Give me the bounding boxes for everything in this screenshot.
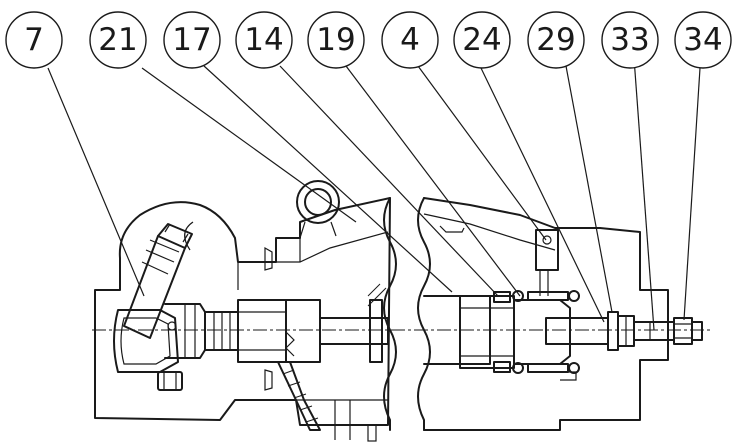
part-4-right-housing — [423, 197, 669, 431]
leader-19 — [345, 65, 521, 297]
leader-34 — [683, 67, 701, 321]
leader-4 — [417, 65, 547, 241]
leader-7 — [47, 67, 145, 297]
leader-lines — [47, 57, 701, 331]
leader-14 — [279, 65, 499, 297]
callout-19: 19 — [307, 11, 365, 69]
leader-24 — [479, 65, 605, 323]
callout-29: 29 — [527, 11, 585, 69]
callout-14: 14 — [235, 11, 293, 69]
callout-21: 21 — [89, 11, 147, 69]
callout-label-34: 34 — [683, 22, 722, 58]
callout-label-33: 33 — [610, 22, 649, 58]
leader-29 — [565, 65, 613, 313]
callout-label-7: 7 — [24, 22, 44, 58]
callout-label-24: 24 — [462, 22, 501, 58]
part-19-ring — [512, 290, 580, 374]
break-lines — [383, 197, 431, 431]
leader-17 — [203, 65, 453, 293]
callout-label-29: 29 — [536, 22, 575, 58]
left-housing — [94, 197, 391, 442]
part-21-lifting-eye — [296, 180, 340, 239]
part-7-inclined-link — [123, 223, 193, 339]
callout-label-17: 17 — [172, 22, 211, 58]
part-24-shaft — [545, 311, 619, 351]
callout-17: 17 — [163, 11, 221, 69]
part-14-bearing — [493, 291, 511, 373]
callout-label-21: 21 — [98, 22, 137, 58]
callout-33: 33 — [601, 11, 659, 69]
leader-21 — [141, 67, 357, 223]
callout-label-19: 19 — [316, 22, 355, 58]
callout-34: 34 — [674, 11, 732, 69]
callout-label-4: 4 — [400, 22, 420, 58]
callout-7: 7 — [5, 11, 63, 69]
callout-4: 4 — [381, 11, 439, 69]
part-17-coupling — [164, 283, 389, 363]
part-29-collar — [617, 315, 635, 347]
lower-bracket — [277, 361, 351, 440]
callout-24: 24 — [453, 11, 511, 69]
callout-label-14: 14 — [244, 22, 283, 58]
part-34-end-nut — [673, 317, 703, 345]
leader-33 — [633, 57, 655, 331]
